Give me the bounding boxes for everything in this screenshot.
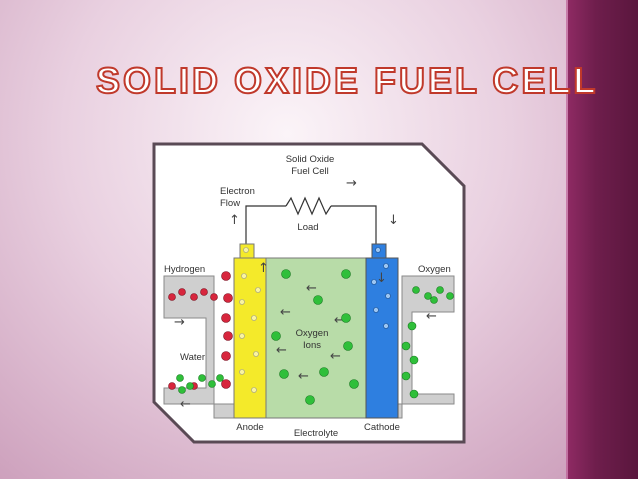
cathode-pore-particles xyxy=(371,247,391,329)
electron-direction-arrow: → xyxy=(346,176,357,191)
electron-up-arrow-anode: ↑ xyxy=(258,261,269,276)
oxygen-in-arrow: ← xyxy=(426,309,437,324)
cathode-label: Cathode xyxy=(364,422,400,433)
oxygen-particles xyxy=(401,286,454,399)
anode-pore-particles xyxy=(239,247,261,393)
ion-arrow: ← xyxy=(306,281,317,296)
diagram-heading-line2: Fuel Cell xyxy=(291,166,329,177)
hydrogen-particles xyxy=(168,271,233,390)
slide-title: SOLID OXIDE FUEL CELL xyxy=(95,59,599,102)
cathode-gas-channel xyxy=(401,275,455,405)
electron-flow-label-line1: Electron xyxy=(220,186,255,197)
ion-arrow: ← xyxy=(276,343,287,358)
hydrogen-label: Hydrogen xyxy=(164,264,205,275)
water-particles xyxy=(176,374,224,394)
circuit-wire-right xyxy=(331,205,377,244)
water-label: Water xyxy=(180,352,205,363)
fuel-cell-diagram: Solid Oxide Fuel Cell → Electron Flow ↑ … xyxy=(152,142,466,444)
anode-gas-channel xyxy=(163,275,215,405)
oxygen-label: Oxygen xyxy=(418,264,451,275)
ion-arrow: ← xyxy=(280,305,291,320)
electrolyte-label: Electrolyte xyxy=(294,428,338,439)
anode-label: Anode xyxy=(236,422,263,433)
hydrogen-in-arrow: → xyxy=(174,315,185,330)
right-accent-strip xyxy=(568,0,638,479)
oxygen-ion-particles xyxy=(271,269,359,405)
load-label: Load xyxy=(297,222,318,233)
ion-arrow: ← xyxy=(334,313,345,328)
up-arrow-icon: ↑ xyxy=(229,213,240,228)
electron-down-arrow-cathode: ↓ xyxy=(376,271,387,286)
ion-arrow: ← xyxy=(330,349,341,364)
diagram-heading-line1: Solid Oxide xyxy=(286,154,335,165)
electrolyte-layer xyxy=(265,257,367,419)
oxygen-ions-label-line1: Oxygen xyxy=(296,328,329,339)
anode-layer xyxy=(233,257,267,419)
strip-edge xyxy=(566,0,569,479)
water-out-arrow: ← xyxy=(180,397,191,412)
ion-arrow: ← xyxy=(298,369,309,384)
load-resistor xyxy=(285,196,332,216)
oxygen-ions-label-line2: Ions xyxy=(303,340,321,351)
electron-flow-label-line2: Flow xyxy=(220,198,240,209)
cathode-layer xyxy=(365,257,399,419)
down-arrow-icon: ↓ xyxy=(388,213,399,228)
circuit-wire xyxy=(245,205,286,244)
